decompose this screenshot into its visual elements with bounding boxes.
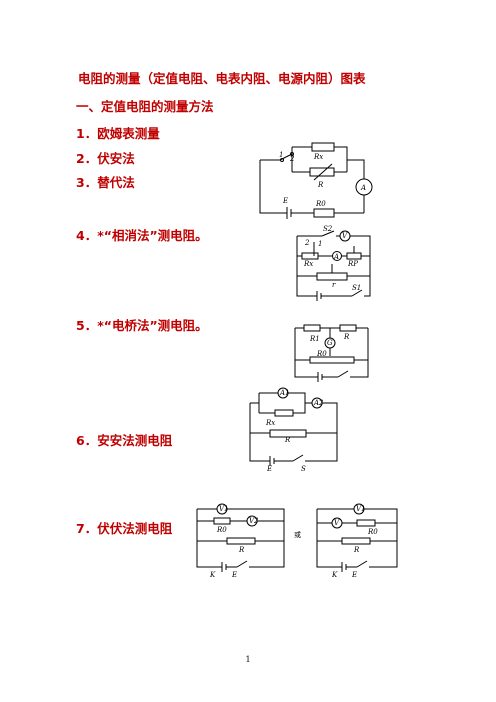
fig4-label-rx: Rx: [265, 419, 275, 427]
fig4-label-a2: A2: [313, 399, 324, 407]
fig5-label-k: K: [209, 571, 216, 579]
fig6-label-v: V: [334, 519, 340, 527]
item-bridge: 5．*“电桥法”测电阻。: [76, 318, 208, 333]
item-substitution: 3．替代法: [76, 175, 135, 190]
section-heading: 一、定值电阻的测量方法: [76, 99, 214, 114]
fig2-label-rp: RP: [347, 260, 358, 268]
fig3-label-g: G: [327, 339, 333, 347]
fig2-label-v: V: [342, 232, 348, 240]
fig3-label-r0: R0: [316, 350, 327, 358]
fig1-label-a: A: [360, 184, 366, 192]
or-label: 或: [294, 531, 301, 539]
fig5-label-e: E: [231, 571, 237, 579]
fig2-label-1: 1: [318, 240, 322, 248]
circuit-figure-two-voltmeters-a: V1 V2 R0 R K E: [196, 503, 285, 579]
circuit-figure-substitution: Rx R A E R0 1 2: [259, 142, 373, 219]
fig3-label-r: R: [343, 333, 350, 341]
fig6-label-r0: R0: [367, 528, 378, 536]
fig5-label-r: R: [238, 546, 245, 554]
fig2-label-r: r: [332, 281, 336, 289]
circuit-figure-two-ammeters: A1 A2 Rx R E S: [249, 387, 338, 473]
fig2-label-a: A: [333, 253, 339, 261]
fig3-label-r1: R1: [309, 335, 320, 343]
circuit-figure-cancellation: S2 V 2 1 Rx A RP r S1: [296, 225, 371, 301]
fig5-label-v1: V1: [219, 505, 229, 513]
fig6-label-r: R: [353, 546, 360, 554]
fig2-label-s2: S2: [323, 225, 333, 233]
fig2-label-2: 2: [304, 239, 310, 247]
fig4-label-e: E: [266, 465, 272, 473]
item-two-voltmeters: 7．伏伏法测电阻: [76, 521, 173, 536]
fig1-label-r0: R0: [315, 200, 326, 208]
fig4-label-r: R: [284, 436, 291, 444]
fig2-label-rx: Rx: [303, 260, 313, 268]
fig1-label-r: R: [317, 181, 324, 189]
page-title: 电阻的测量（定值电阻、电表内阻、电源内阻）图表: [78, 71, 366, 86]
fig1-label-e: E: [282, 197, 288, 205]
fig6-label-v1: V1: [356, 505, 366, 513]
fig4-label-a1: A1: [279, 389, 290, 397]
fig1-label-rx: Rx: [313, 153, 323, 161]
circuit-figure-two-voltmeters-b: V1 V R0 R K E: [316, 503, 398, 579]
page-number: 1: [245, 655, 251, 664]
fig4-label-s: S: [301, 465, 306, 473]
fig5-label-r0: R0: [216, 526, 227, 534]
item-cancellation: 4．*“相消法”测电阻。: [76, 228, 208, 243]
item-two-ammeters: 6．安安法测电阻: [76, 433, 173, 448]
item-voltammetry: 2．伏安法: [76, 151, 135, 166]
fig1-label-2: 2: [289, 155, 295, 163]
fig2-label-s1: S1: [352, 284, 361, 292]
fig1-label-1: 1: [279, 151, 283, 159]
item-ohmmeter: 1．欧姆表测量: [76, 126, 160, 141]
fig5-label-v2: V2: [249, 517, 259, 525]
fig6-label-k: K: [331, 571, 338, 579]
circuit-figure-bridge: R1 R G R0: [294, 324, 369, 382]
fig6-label-e: E: [351, 571, 357, 579]
